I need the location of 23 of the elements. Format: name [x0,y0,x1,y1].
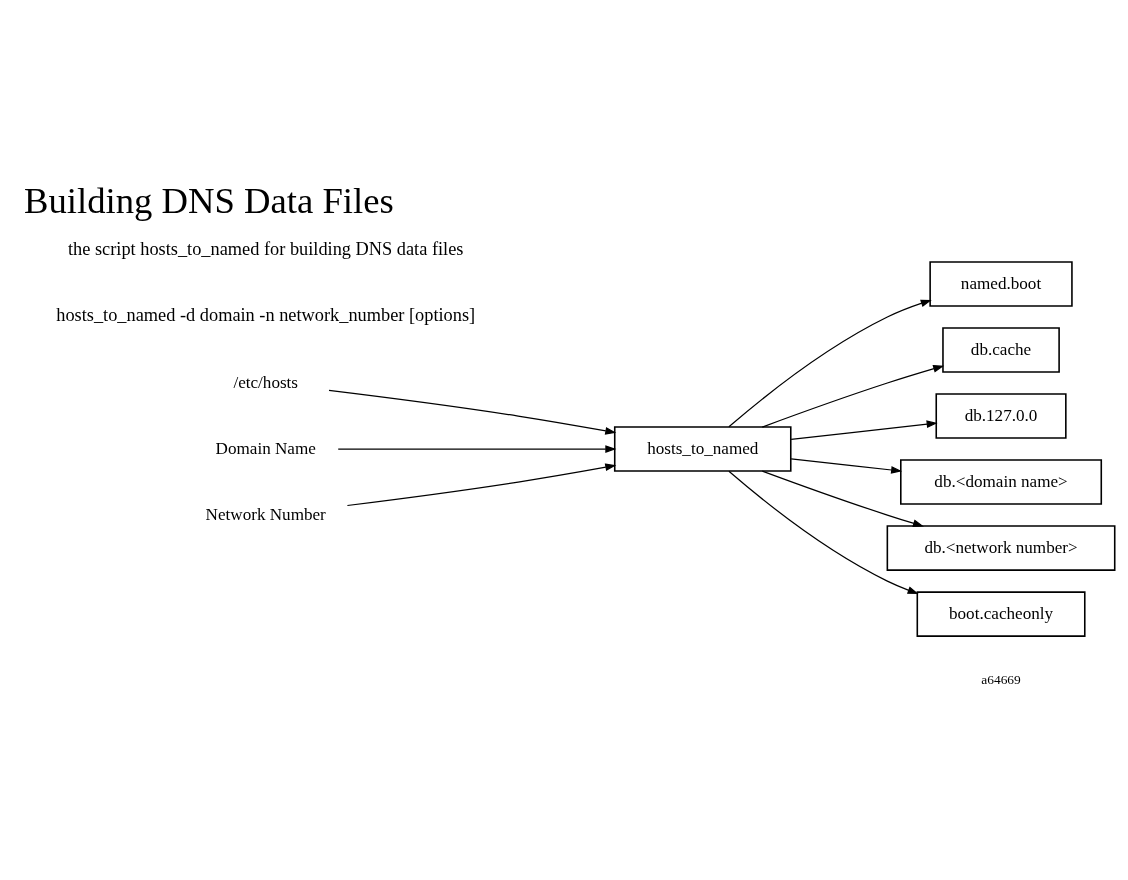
node-box: boot.cacheonly [916,590,1086,637]
node-text: Domain Name [215,438,316,458]
diagram-title: Building DNS Data Files [24,179,394,221]
node-box: db.<domain name> [900,458,1103,505]
label: a64669 [981,671,1021,687]
node-text: Network Number [205,504,326,524]
label: the script hosts_to_named for building DNS data files [67,238,464,259]
label: hosts_to_named -d domain -n network_number [options] [56,304,476,325]
arrow [761,364,945,428]
node-box: db.cache [942,326,1060,373]
node-text: /etc/hosts [233,372,299,392]
arrow [346,462,617,506]
arrow [728,470,919,594]
arrow [761,469,924,527]
node-box: named.boot [929,260,1073,307]
node-box: hosts_to_named [613,425,792,472]
node-box: db.<network number> [886,524,1116,571]
arrow [728,299,932,427]
arrow [790,419,938,440]
arrow [328,389,617,435]
node-box: db.127.0.0 [935,392,1067,439]
arrow [337,444,617,453]
arrow [790,457,903,474]
